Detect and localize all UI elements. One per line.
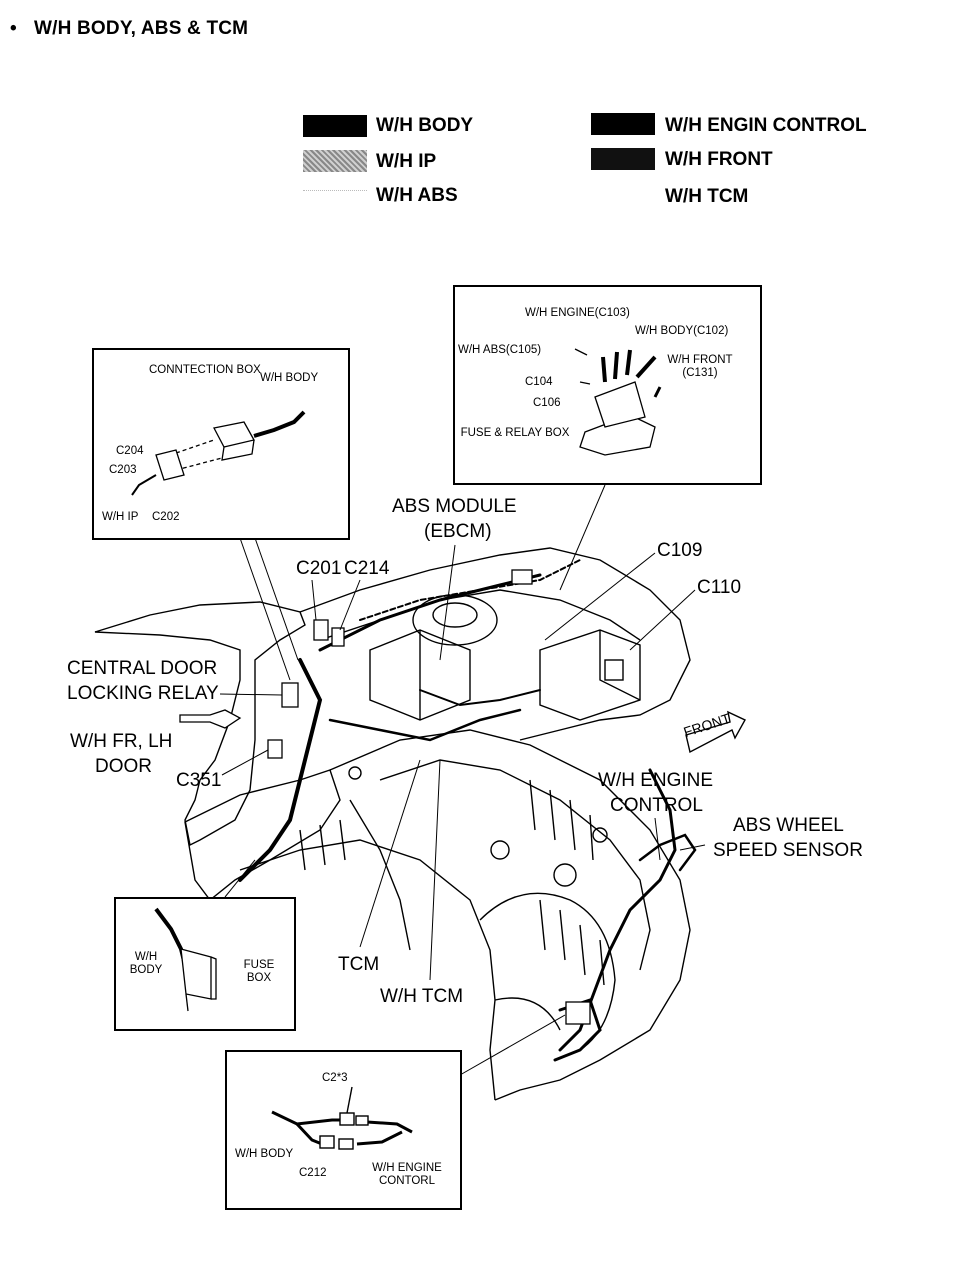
legend-swatch-engine-control: [591, 113, 655, 135]
label-c104: C104: [525, 376, 553, 388]
bullet-icon: •: [10, 18, 17, 39]
callout-c201: C201: [296, 558, 342, 579]
leader-c214: [339, 579, 361, 631]
label-c212: C212: [299, 1167, 327, 1179]
label-wh-abs-c105: W/H ABS(C105): [458, 344, 542, 356]
leader-tcm: [359, 759, 421, 948]
harness-wh-body-cowl: [318, 573, 542, 652]
callout-abs-wheel-1: ABS WHEEL: [733, 815, 844, 836]
label-c213: C2*3: [322, 1072, 348, 1084]
legend-label-tcm: W/H TCM: [665, 186, 749, 207]
harness-abs-sensor: [638, 833, 697, 872]
inset-connection-box: CONNTECTION BOX W/H BODY C204 C203 W/H I…: [92, 348, 350, 540]
label-wh-front-c131: W/H FRONT (C131): [667, 354, 733, 379]
connector-c214-part: [331, 627, 345, 647]
label-wh-body: W/H BODY: [235, 1148, 294, 1160]
label-fuse-box: FUSE BOX: [243, 959, 275, 984]
leader-relay: [219, 693, 283, 696]
label-c202: C202: [152, 511, 180, 523]
harness-wh-body-main: [238, 658, 323, 882]
harness-wh-abs: [359, 559, 581, 621]
callout-central-door-2: LOCKING RELAY: [67, 683, 219, 704]
callout-c109: C109: [657, 540, 703, 561]
legend-swatch-ip: [303, 150, 367, 172]
legend-label-front: W/H FRONT: [665, 149, 773, 170]
callout-wh-fr-lh-door-2: DOOR: [95, 756, 152, 777]
fr-lh-door-connector: [179, 709, 242, 729]
floor-panel: [329, 729, 691, 1101]
fuse-box-drawing: [154, 907, 217, 1012]
leader-wh-engine-control: [654, 817, 661, 861]
label-c204: C204: [116, 445, 144, 457]
leader-c351: [221, 749, 269, 776]
label-wh-body-c102: W/H BODY(C102): [635, 325, 729, 337]
label-connection-box: CONNTECTION BOX: [149, 364, 261, 376]
label-wh-engine-contorl: W/H ENGINE CONTORL: [372, 1162, 442, 1187]
page-title: • W/H BODY, ABS & TCM: [10, 18, 248, 40]
inset-c213-connectors: C2*3 W/H BODY C212 W/H ENGINE CONTORL: [225, 1050, 462, 1210]
body-outline-left: [94, 601, 306, 847]
callout-wh-fr-lh-door-1: W/H FR, LH: [70, 731, 173, 752]
leader-c201: [311, 579, 317, 621]
connector-c351-part: [267, 739, 283, 759]
connector-c201-part: [313, 619, 329, 641]
leader-c109: [544, 552, 656, 641]
label-wh-body: W/H BODY: [260, 372, 319, 384]
label-c203: C203: [109, 464, 137, 476]
legend-swatch-body: [303, 115, 367, 137]
leader-wh-tcm: [429, 759, 441, 981]
callout-central-door-1: CENTRAL DOOR: [67, 658, 218, 679]
callout-c214: C214: [344, 558, 390, 579]
label-wh-ip: W/H IP: [102, 511, 139, 523]
callout-ebcm: (EBCM): [424, 521, 492, 542]
inset-fuse-relay-box: W/H ENGINE(C103) W/H BODY(C102) W/H ABS(…: [453, 285, 762, 485]
page-title-text: W/H BODY, ABS & TCM: [34, 18, 249, 39]
leader-inset-c213: [459, 1014, 566, 1076]
label-wh-body: W/H BODY: [129, 951, 163, 976]
callout-abs-wheel-2: SPEED SENSOR: [713, 840, 863, 861]
leader-abs-module: [439, 544, 456, 661]
callout-tcm: TCM: [338, 954, 380, 975]
legend-swatch-front: [591, 148, 655, 170]
front-arrow: [685, 710, 746, 754]
wheel-well: [479, 892, 616, 1051]
legend-label-engine-control: W/H ENGIN CONTROL: [665, 115, 867, 136]
legend-label-body: W/H BODY: [376, 115, 474, 136]
callout-wh-engine-control-2: CONTROL: [610, 795, 703, 816]
callout-c351: C351: [176, 770, 222, 791]
harness-wh-tcm: [328, 708, 522, 742]
leader-inset-fuse-relay: [559, 484, 606, 591]
firewall: [299, 547, 691, 741]
leader-abs-sensor: [679, 844, 706, 851]
fuse-relay-box-drawing: [574, 348, 662, 456]
legend-label-abs: W/H ABS: [376, 185, 458, 206]
callout-abs-module: ABS MODULE: [392, 496, 517, 517]
legend-label-ip: W/H IP: [376, 151, 437, 172]
leader-inset-connection: [239, 537, 291, 681]
callout-wh-tcm: W/H TCM: [380, 986, 464, 1007]
leader-inset-fuse-box: [224, 859, 256, 898]
label-wh-engine-c103: W/H ENGINE(C103): [525, 307, 630, 319]
control-box: [539, 629, 641, 721]
callout-wh-engine-control-1: W/H ENGINE: [598, 770, 714, 791]
callout-c110: C110: [697, 577, 742, 598]
c213-drawing: [271, 1086, 413, 1150]
label-c106: C106: [533, 397, 561, 409]
inset-fuse-box: W/H BODY FUSE BOX: [114, 897, 296, 1031]
connection-box-drawing: [131, 410, 306, 496]
legend-swatch-abs: [303, 190, 367, 203]
central-door-relay-part: [281, 682, 299, 708]
label-fuse-relay-box: FUSE & RELAY BOX: [460, 427, 570, 439]
leader-c110: [629, 589, 696, 651]
